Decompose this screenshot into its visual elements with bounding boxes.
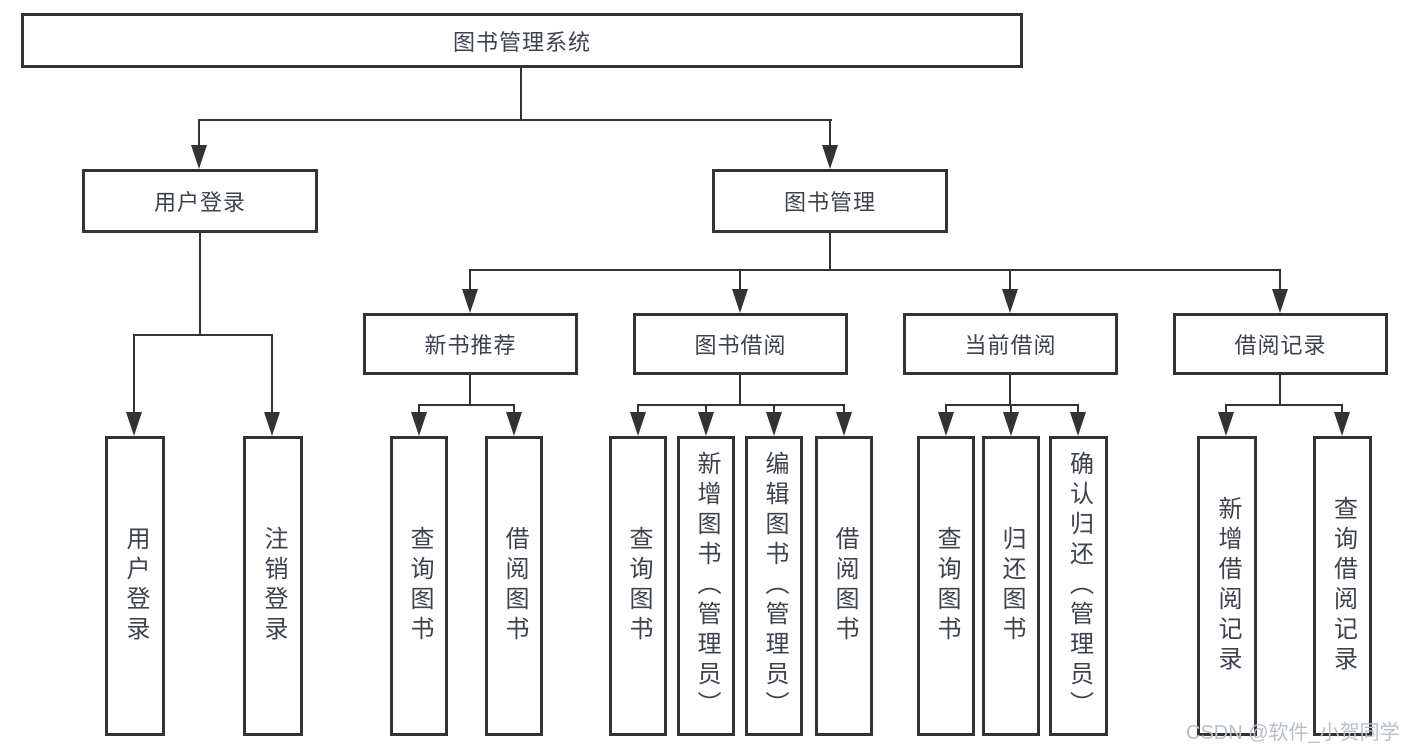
connector-user-login-horizontal	[133, 334, 273, 336]
arrowhead	[1334, 412, 1350, 436]
connector-leaf-stem	[1341, 404, 1343, 416]
node-label: 编辑图书（管理员）	[761, 451, 788, 721]
node-label: 当前借阅	[964, 333, 1057, 358]
connector-leaf-stem	[1225, 404, 1227, 416]
connector-current-borrow-stem	[1009, 269, 1011, 292]
node-label: 查询借阅记录	[1329, 496, 1357, 676]
node-label: 新增借阅记录	[1214, 496, 1241, 676]
node-root: 图书管理系统	[21, 13, 1023, 68]
node-current-borrowing: 当前借阅	[903, 313, 1118, 375]
node-label: 图书管理系统	[452, 29, 591, 55]
node-label: 查询图书	[406, 526, 433, 646]
leaf-query-books-recommend: 查询图书	[390, 436, 448, 736]
arrowhead	[1218, 412, 1234, 436]
arrowhead	[698, 412, 714, 436]
node-label: 新增图书（管理员）	[693, 451, 720, 721]
connector-leaf-stem	[418, 404, 420, 416]
connector-book-borrow-stem	[739, 269, 741, 292]
node-label: 新书推荐	[424, 333, 517, 358]
arrowhead	[732, 289, 748, 313]
node-label: 借阅图书	[831, 526, 858, 646]
connector-leaf-stem	[637, 404, 639, 416]
node-user-login: 用户登录	[82, 169, 318, 233]
connector-current-borrow-drop	[1009, 375, 1011, 406]
connector-book-management-drop	[829, 233, 831, 271]
node-label: 查询图书	[933, 526, 960, 646]
connector-new-book-drop	[469, 375, 471, 406]
connector-borrow-record-drop	[1279, 375, 1281, 406]
watermark: CSDN @软件_小贺同学	[1186, 722, 1400, 744]
arrowhead	[1002, 289, 1018, 313]
node-label: 归还图书	[998, 526, 1025, 646]
connector-borrow-record-stem	[1279, 269, 1281, 292]
node-label: 图书借阅	[694, 333, 787, 358]
leaf-borrow-books: 借阅图书	[815, 436, 873, 736]
leaf-query-borrow-record: 查询借阅记录	[1313, 436, 1372, 736]
arrowhead	[506, 412, 522, 436]
arrowhead	[822, 145, 838, 169]
connector-leaf-stem	[843, 404, 845, 416]
leaf-confirm-return-admin: 确认归还（管理员）	[1049, 436, 1108, 736]
arrowhead	[630, 412, 646, 436]
connector-current-borrow-horizontal	[945, 404, 1079, 406]
node-label: 借阅图书	[501, 526, 528, 646]
node-book-management: 图书管理	[712, 169, 948, 233]
arrowhead	[462, 289, 478, 313]
leaf-user-login: 用户登录	[105, 436, 165, 736]
leaf-logout: 注销登录	[243, 436, 303, 736]
connector-root-stem	[520, 68, 522, 121]
node-label: 查询图书	[625, 526, 652, 646]
connector-leaf-stem	[133, 334, 135, 414]
connector-level3-horizontal	[469, 269, 1281, 271]
connector-leaf-stem	[1010, 404, 1012, 416]
leaf-add-books-admin: 新增图书（管理员）	[677, 436, 735, 736]
arrowhead	[1070, 412, 1086, 436]
node-label: 用户登录	[122, 526, 149, 646]
connector-book-management-stem	[829, 119, 831, 148]
arrowhead	[126, 412, 142, 436]
connector-new-book-horizontal	[418, 404, 515, 406]
arrowhead	[766, 412, 782, 436]
arrowhead	[191, 145, 207, 169]
leaf-return-books: 归还图书	[982, 436, 1040, 736]
node-book-borrowing: 图书借阅	[633, 313, 848, 375]
connector-leaf-stem	[705, 404, 707, 416]
connector-user-login-stem	[198, 119, 200, 148]
leaf-add-borrow-record: 新增借阅记录	[1197, 436, 1257, 736]
connector-leaf-stem	[773, 404, 775, 416]
connector-root-horizontal	[198, 119, 832, 121]
leaf-query-books-current: 查询图书	[917, 436, 975, 736]
leaf-borrow-books-recommend: 借阅图书	[485, 436, 543, 736]
node-label: 注销登录	[260, 526, 287, 646]
connector-leaf-stem	[1077, 404, 1079, 416]
arrowhead	[411, 412, 427, 436]
leaf-query-books-borrowing: 查询图书	[609, 436, 667, 736]
connector-book-borrow-horizontal	[637, 404, 845, 406]
connector-user-login-drop	[199, 233, 201, 336]
arrowhead	[836, 412, 852, 436]
node-label: 借阅记录	[1234, 333, 1327, 358]
arrowhead	[938, 412, 954, 436]
node-borrow-records: 借阅记录	[1173, 313, 1388, 375]
connector-leaf-stem	[945, 404, 947, 416]
connector-borrow-record-horizontal	[1225, 404, 1343, 406]
connector-leaf-stem	[513, 404, 515, 416]
node-label: 确认归还（管理员）	[1065, 451, 1093, 721]
node-label: 图书管理	[783, 190, 876, 215]
arrowhead	[1003, 412, 1019, 436]
connector-book-borrow-drop	[739, 375, 741, 406]
leaf-edit-books-admin: 编辑图书（管理员）	[745, 436, 803, 736]
connector-leaf-stem	[271, 334, 273, 414]
arrowhead	[264, 412, 280, 436]
arrowhead	[1272, 289, 1288, 313]
node-new-book-recommend: 新书推荐	[363, 313, 578, 375]
connector-new-book-stem	[469, 269, 471, 292]
node-label: 用户登录	[153, 190, 246, 215]
